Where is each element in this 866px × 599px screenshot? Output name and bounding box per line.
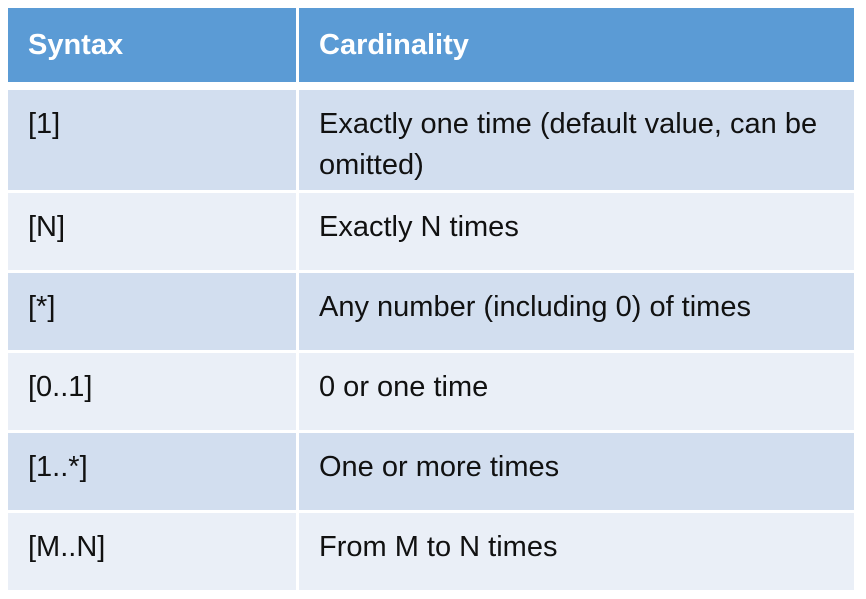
table-row: [M..N] From M to N times xyxy=(8,510,854,590)
header-cardinality: Cardinality xyxy=(296,8,854,87)
table-row: [1] Exactly one time (default value, can… xyxy=(8,87,854,190)
cardinality-cell: Exactly N times xyxy=(296,190,854,270)
cardinality-cell: From M to N times xyxy=(296,510,854,590)
table-row: [0..1] 0 or one time xyxy=(8,350,854,430)
syntax-cell: [0..1] xyxy=(8,350,296,430)
cardinality-table: Syntax Cardinality [1] Exactly one time … xyxy=(8,8,854,590)
cardinality-table-container: Syntax Cardinality [1] Exactly one time … xyxy=(8,8,854,590)
header-syntax: Syntax xyxy=(8,8,296,87)
table-row: [1..*] One or more times xyxy=(8,430,854,510)
syntax-cell: [*] xyxy=(8,270,296,350)
syntax-cell: [1..*] xyxy=(8,430,296,510)
table-row: [N] Exactly N times xyxy=(8,190,854,270)
syntax-cell: [N] xyxy=(8,190,296,270)
syntax-cell: [M..N] xyxy=(8,510,296,590)
cardinality-cell: One or more times xyxy=(296,430,854,510)
table-row: [*] Any number (including 0) of times xyxy=(8,270,854,350)
cardinality-cell: Any number (including 0) of times xyxy=(296,270,854,350)
cardinality-cell: 0 or one time xyxy=(296,350,854,430)
syntax-cell: [1] xyxy=(8,87,296,190)
cardinality-cell: Exactly one time (default value, can be … xyxy=(296,87,854,190)
table-header-row: Syntax Cardinality xyxy=(8,8,854,87)
